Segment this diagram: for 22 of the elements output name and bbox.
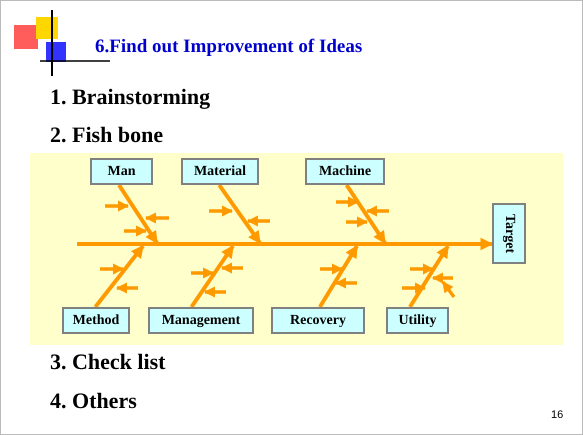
- list-item: 2. Fish bone: [50, 122, 164, 148]
- bone-arrow: [318, 244, 359, 308]
- cause-box: Machine: [305, 158, 385, 185]
- cause-box: Recovery: [271, 307, 365, 334]
- bone-arrow: [344, 184, 387, 244]
- page-number: 16: [551, 409, 564, 421]
- cause-box: Management: [148, 307, 254, 334]
- bone-arrow: [190, 244, 235, 308]
- cause-box: Utility: [386, 307, 449, 334]
- bone-arrow: [117, 184, 159, 244]
- bone-arrow: [94, 244, 145, 308]
- cause-box: Method: [62, 307, 130, 334]
- slide-title: 6.Find out Improvement of Ideas: [95, 36, 362, 58]
- bone-arrow: [218, 184, 262, 244]
- bone-arrow: [408, 244, 450, 308]
- cause-box: Man: [90, 158, 153, 185]
- cause-box: Material: [181, 158, 259, 185]
- target-box: Target: [492, 203, 526, 264]
- list-item: 3. Check list: [50, 349, 166, 375]
- list-item: 4. Others: [50, 388, 137, 414]
- spine-arrow: [77, 238, 494, 250]
- list-item: 1. Brainstorming: [50, 84, 210, 110]
